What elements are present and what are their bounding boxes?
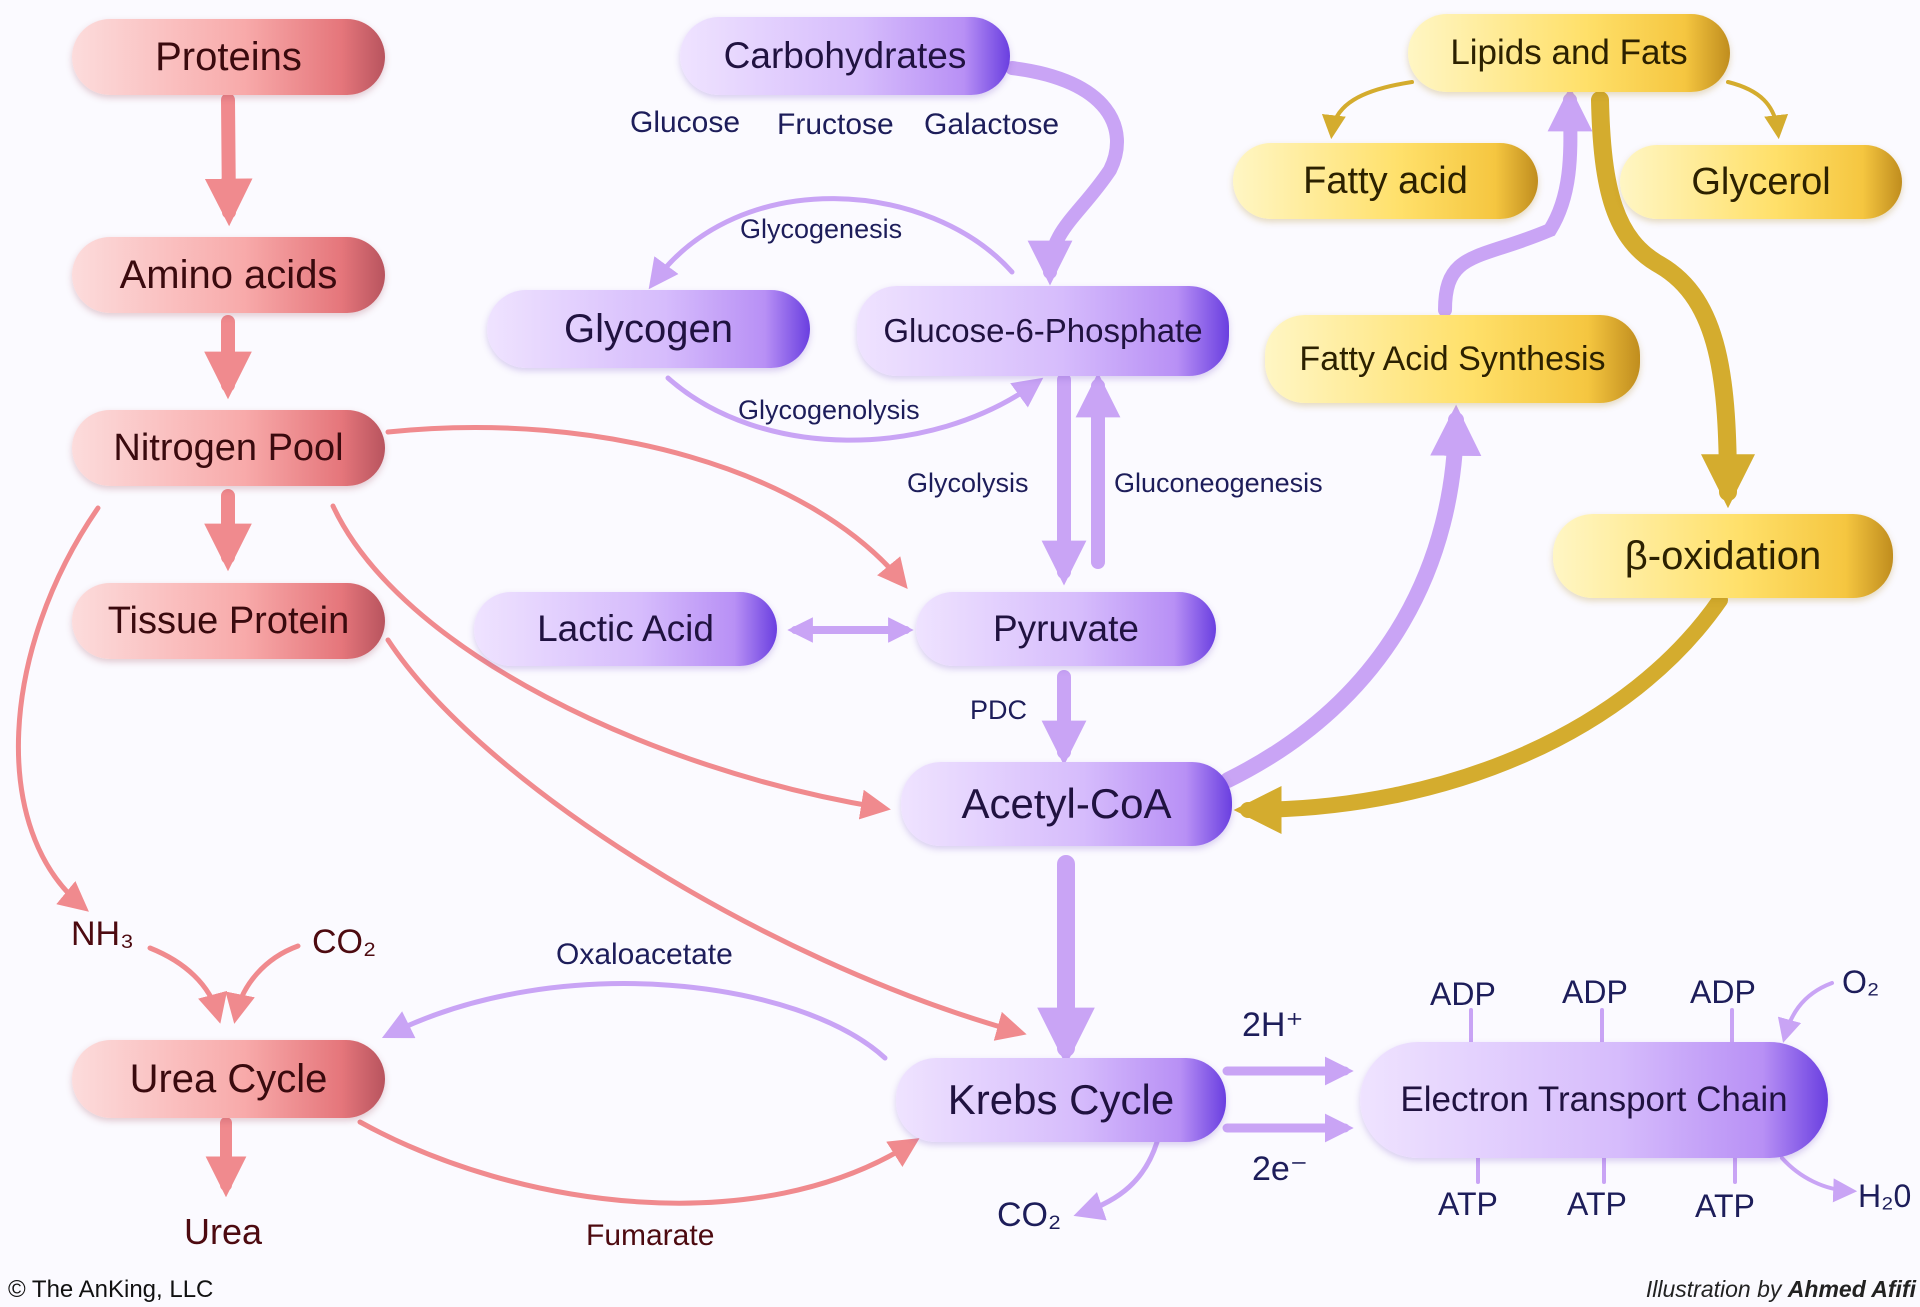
atp-label-2: ATP xyxy=(1567,1186,1627,1222)
o2-label: O₂ xyxy=(1842,964,1880,1000)
nitrogen-pool-label: Nitrogen Pool xyxy=(113,426,344,469)
lipid-arrows xyxy=(1233,80,1789,834)
krebs-cycle-node: Krebs Cycle xyxy=(896,1058,1226,1142)
glycogenesis-label: Glycogenesis xyxy=(740,214,903,244)
lipids-to-beta-oxidation-arrow xyxy=(1591,91,1755,509)
fatty-acid-node: Fatty acid xyxy=(1233,143,1538,219)
proteins-node: Proteins xyxy=(72,19,385,95)
tissue-protein-to-krebs-cycle-arrow xyxy=(385,637,1027,1041)
nh3-label: NH₃ xyxy=(71,915,134,953)
illustration-prefix: Illustration by xyxy=(1645,1276,1788,1302)
co2-krebs-label: CO₂ xyxy=(997,1196,1062,1234)
glucose-label: Glucose xyxy=(630,106,741,139)
acetyl-coa-to-fatty-acid-synthesis-arrow xyxy=(1220,404,1482,788)
glycolysis-label: Glycolysis xyxy=(907,468,1029,498)
urea-cycle-label: Urea Cycle xyxy=(129,1056,328,1101)
co2-to-urea-cycle-arrow xyxy=(225,943,301,1024)
krebs-cycle-label: Krebs Cycle xyxy=(947,1076,1175,1123)
nitrogen-pool-node: Nitrogen Pool xyxy=(72,410,385,486)
amino-acids-label: Amino acids xyxy=(119,252,338,297)
adp-label-1: ADP xyxy=(1430,976,1496,1012)
o2-to-etc-arrow xyxy=(1777,981,1834,1043)
pyruvate-node: Pyruvate xyxy=(916,592,1216,666)
glycogen-node: Glycogen xyxy=(487,290,810,368)
etc-to-h2o-arrow xyxy=(1780,1156,1858,1203)
lipids-and-fats-node: Lipids and Fats xyxy=(1408,14,1730,92)
glycogenolysis-arrow xyxy=(665,375,1044,443)
h2o-label: H₂0 xyxy=(1858,1178,1912,1214)
two-e-minus-label: 2e⁻ xyxy=(1252,1150,1308,1188)
copyright-text: © The AnKing, LLC xyxy=(8,1276,214,1303)
krebs-to-co2-arrow xyxy=(1073,1139,1160,1221)
fatty-acid-label: Fatty acid xyxy=(1303,159,1468,202)
glycogenesis-arrow xyxy=(648,196,1015,290)
urea-label: Urea xyxy=(184,1211,263,1252)
lipids-to-fatty-acid-arrow xyxy=(1321,80,1414,140)
gluconeogenesis-label: Gluconeogenesis xyxy=(1114,468,1323,498)
nitrogen-pool-to-pyruvate-arrow xyxy=(385,425,908,589)
atp-label-1: ATP xyxy=(1438,1186,1498,1222)
acetyl-coa-label: Acetyl-CoA xyxy=(961,780,1172,827)
urea-cycle-to-krebs-fumarate-arrow xyxy=(357,1119,920,1206)
atp-label-3: ATP xyxy=(1695,1188,1755,1224)
fatty-acid-synthesis-to-lipids-arrow xyxy=(1438,86,1593,317)
glycerol-label: Glycerol xyxy=(1691,160,1831,203)
illustration-author: Ahmed Afifi xyxy=(1787,1276,1916,1302)
adp-label-3: ADP xyxy=(1690,974,1756,1010)
galactose-label: Galactose xyxy=(924,108,1060,141)
tissue-protein-node: Tissue Protein xyxy=(72,583,385,659)
glucose-6-phosphate-label: Glucose-6-Phosphate xyxy=(883,312,1203,349)
illustration-credit: Illustration by Ahmed Afifi xyxy=(1646,1278,1916,1301)
amino-acids-node: Amino acids xyxy=(72,237,385,313)
lactic-acid-label: Lactic Acid xyxy=(537,608,714,649)
glycogen-label: Glycogen xyxy=(564,306,733,351)
proteins-to-amino-acids-arrow xyxy=(204,93,253,227)
electron-transport-chain-label: Electron Transport Chain xyxy=(1400,1080,1788,1119)
carbohydrates-node: Carbohydrates xyxy=(680,17,1010,95)
lipids-to-glycerol-arrow xyxy=(1726,80,1789,140)
co2-urea-label: CO₂ xyxy=(312,923,377,961)
nitrogen-pool-to-acetyl-coa-arrow xyxy=(330,503,891,820)
pyruvate-label: Pyruvate xyxy=(992,608,1139,649)
glycerol-node: Glycerol xyxy=(1620,145,1902,219)
etc-connector-ticks xyxy=(1469,1008,1737,1184)
fatty-acid-synthesis-label: Fatty Acid Synthesis xyxy=(1299,339,1606,378)
two-h-plus-label: 2H⁺ xyxy=(1242,1006,1304,1044)
beta-oxidation-node: β-oxidation xyxy=(1553,514,1893,598)
fructose-label: Fructose xyxy=(777,108,894,141)
lipids-and-fats-label: Lipids and Fats xyxy=(1450,33,1688,72)
electron-transport-chain-node: Electron Transport Chain xyxy=(1360,1042,1828,1158)
carbohydrates-label: Carbohydrates xyxy=(723,35,967,76)
carbohydrate-arrows xyxy=(381,61,1858,1221)
acetyl-coa-node: Acetyl-CoA xyxy=(901,762,1232,846)
fumarate-label: Fumarate xyxy=(586,1219,715,1252)
tissue-protein-label: Tissue Protein xyxy=(107,599,350,642)
beta-oxidation-to-acetyl-coa-arrow xyxy=(1233,592,1728,834)
adp-label-2: ADP xyxy=(1562,974,1628,1010)
glucose-6-phosphate-node: Glucose-6-Phosphate xyxy=(857,286,1229,376)
nh3-to-urea-cycle-arrow xyxy=(147,945,228,1024)
glycogenolysis-label: Glycogenolysis xyxy=(738,395,920,425)
lactic-acid-node: Lactic Acid xyxy=(474,592,777,666)
krebs-to-oxaloacetate-arrow xyxy=(381,981,888,1061)
beta-oxidation-label: β-oxidation xyxy=(1624,533,1822,578)
pdc-label: PDC xyxy=(970,695,1028,725)
carbohydrates-to-g6p-arrow xyxy=(1005,61,1124,286)
oxaloacetate-label: Oxaloacetate xyxy=(556,938,733,971)
proteins-label: Proteins xyxy=(155,34,302,79)
nitrogen-pool-to-nh3-arrow xyxy=(15,505,101,912)
fatty-acid-synthesis-node: Fatty Acid Synthesis xyxy=(1265,315,1640,403)
urea-cycle-node: Urea Cycle xyxy=(72,1040,385,1118)
protein-arrows xyxy=(15,93,1027,1206)
